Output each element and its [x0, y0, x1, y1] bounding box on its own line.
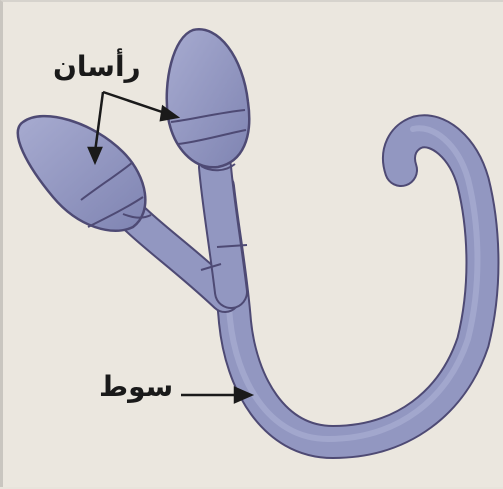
heads-label: رأسان: [53, 50, 141, 83]
tail-arrow: [181, 388, 251, 402]
left-head: [18, 116, 151, 231]
right-head: [167, 29, 250, 170]
tail-label: سوط: [99, 370, 173, 403]
